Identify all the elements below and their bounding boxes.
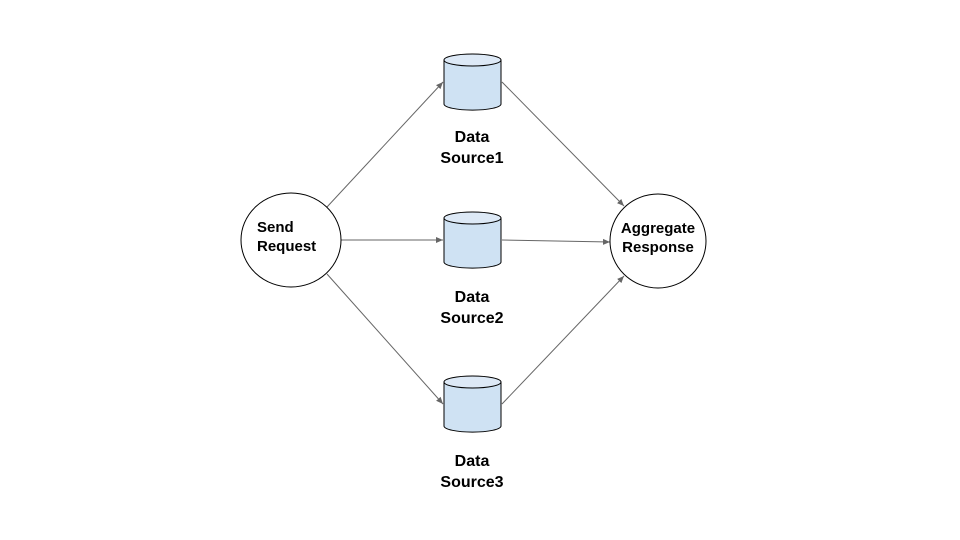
edge-send-to-ds3 [326, 273, 444, 405]
edge-ds1-to-agg [501, 81, 625, 207]
send-request-circle [240, 192, 342, 288]
data-source-2-label-line2: Source2 [440, 310, 503, 327]
aggregate-response-circle [609, 193, 707, 289]
aggregate-response-label-line2: Response [622, 239, 694, 256]
edge-ds3-to-agg [501, 275, 625, 405]
edge-ds2-to-agg [501, 238, 611, 245]
node-aggregate-response[interactable]: Aggregate Response [609, 193, 707, 289]
node-send-request[interactable]: Send Request [240, 192, 342, 288]
send-request-label-line2: Request [257, 238, 316, 255]
data-source-2-label-line1: Data [455, 289, 490, 306]
data-source-1-label-line1: Data [455, 129, 490, 146]
database-cylinder-icon [443, 211, 502, 269]
node-data-source-1[interactable]: Data Source1 [440, 53, 504, 167]
aggregate-response-label-line1: Aggregate [621, 220, 695, 237]
database-cylinder-icon [443, 375, 502, 433]
node-data-source-2[interactable]: Data Source2 [440, 211, 504, 327]
edge-send-to-ds1 [326, 81, 444, 208]
data-source-3-label-line1: Data [455, 453, 490, 470]
edges [326, 81, 625, 405]
node-data-source-3[interactable]: Data Source3 [440, 375, 504, 491]
data-source-1-label-line2: Source1 [440, 150, 503, 167]
database-cylinder-icon [443, 53, 502, 111]
data-source-3-label-line2: Source3 [440, 474, 503, 491]
send-request-label-line1: Send [257, 219, 294, 236]
